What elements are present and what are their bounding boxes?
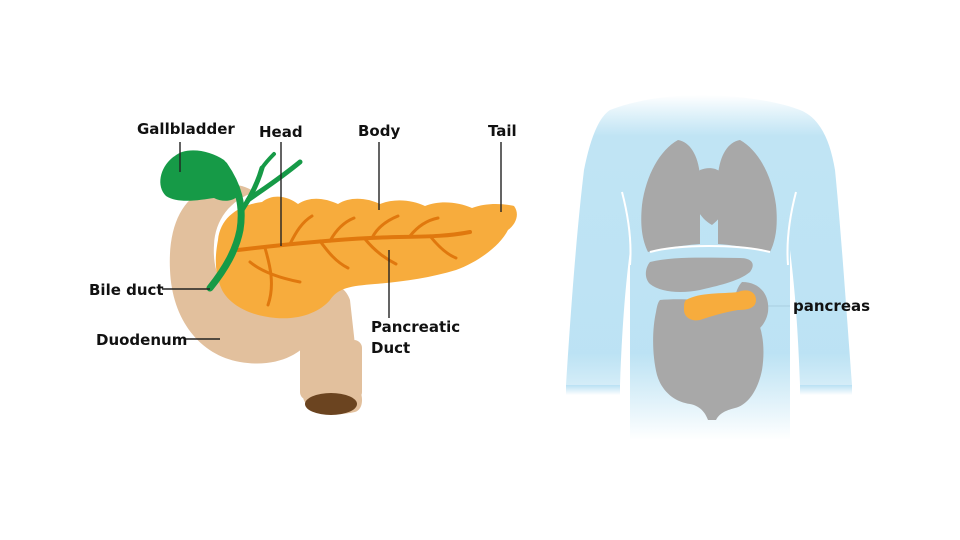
- gallbladder-sac: [160, 150, 238, 201]
- diaphragm: [649, 245, 771, 253]
- pancreatic-duct: [236, 214, 472, 307]
- head-label: Head: [259, 123, 303, 141]
- pancreas-label: pancreas: [793, 297, 871, 315]
- liver: [645, 257, 753, 292]
- left-lung: [641, 140, 700, 252]
- duodenum-label: Duodenum: [96, 331, 188, 349]
- bile-duct-label: Bile duct: [89, 281, 164, 299]
- heart: [693, 168, 730, 225]
- internal-organs: [641, 140, 777, 420]
- duodenum: [169, 184, 363, 415]
- right-lung: [718, 140, 777, 252]
- bile-duct-path: [206, 161, 245, 292]
- pancreatic-duct-label-line1: Pancreatic: [371, 318, 461, 336]
- tail-label: Tail: [488, 122, 517, 140]
- intestines: [653, 299, 764, 420]
- body-label: Body: [358, 122, 401, 140]
- pancreas-in-body: [684, 290, 756, 321]
- pancreatic-duct-label-line2: Duct: [371, 339, 411, 357]
- gallbladder-label: Gallbladder: [137, 120, 235, 138]
- pancreas-organ: [215, 196, 517, 319]
- duodenum-opening: [305, 393, 357, 415]
